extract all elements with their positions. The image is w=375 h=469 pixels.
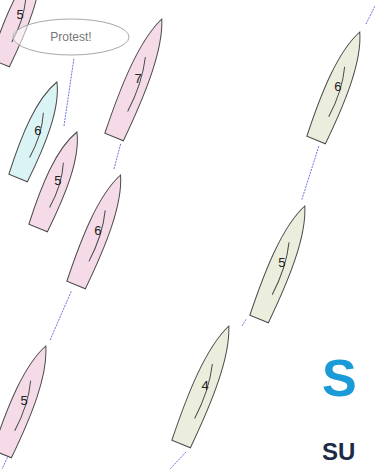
boat-hull: 6	[303, 26, 373, 146]
sail-line	[124, 57, 150, 112]
hull-outline	[170, 322, 239, 449]
boat-hull: 4	[168, 320, 242, 450]
hull-outline	[65, 171, 131, 290]
hull-outline	[0, 342, 57, 459]
boat-number: 5	[54, 174, 61, 187]
hull-outline	[248, 201, 315, 323]
protest-bubble: Protest!	[12, 18, 130, 56]
hull-outline	[28, 128, 88, 233]
hull-outline	[305, 28, 370, 145]
brand-letter: S	[322, 352, 357, 404]
track-line	[64, 58, 74, 126]
boat-shape	[0, 340, 59, 460]
track-line	[170, 452, 186, 469]
track-connector	[114, 143, 121, 169]
boat-number: 6	[34, 124, 41, 137]
sail-line	[26, 113, 48, 158]
boat-number: 5	[278, 256, 285, 269]
sail-line	[46, 163, 68, 208]
sail-line	[85, 210, 110, 261]
boat-number: 5	[16, 8, 23, 21]
bubble-ellipse	[13, 19, 129, 55]
boat-number: 6	[94, 224, 101, 237]
brand-text: SU	[322, 440, 355, 464]
track-line	[366, 6, 375, 24]
boat-hull: 6	[63, 169, 134, 291]
sail-line	[269, 242, 294, 295]
boat-number: 6	[334, 80, 341, 93]
boat-number: Protest!	[50, 31, 91, 43]
sail-line	[191, 364, 217, 419]
boat-hull: 7	[101, 13, 175, 143]
track-connector	[50, 291, 71, 340]
track-connector	[242, 319, 246, 326]
track-connector	[302, 146, 319, 200]
boat-number: 4	[201, 379, 208, 392]
sail-line	[11, 381, 35, 431]
boat-hull: 5	[246, 200, 318, 325]
hull-outline	[103, 15, 172, 142]
boat-hull: 5	[0, 340, 59, 460]
boat-hull: 5	[25, 126, 90, 234]
boat-number: 7	[134, 72, 141, 85]
sail-line	[325, 67, 349, 117]
boat-number: 5	[20, 394, 27, 407]
